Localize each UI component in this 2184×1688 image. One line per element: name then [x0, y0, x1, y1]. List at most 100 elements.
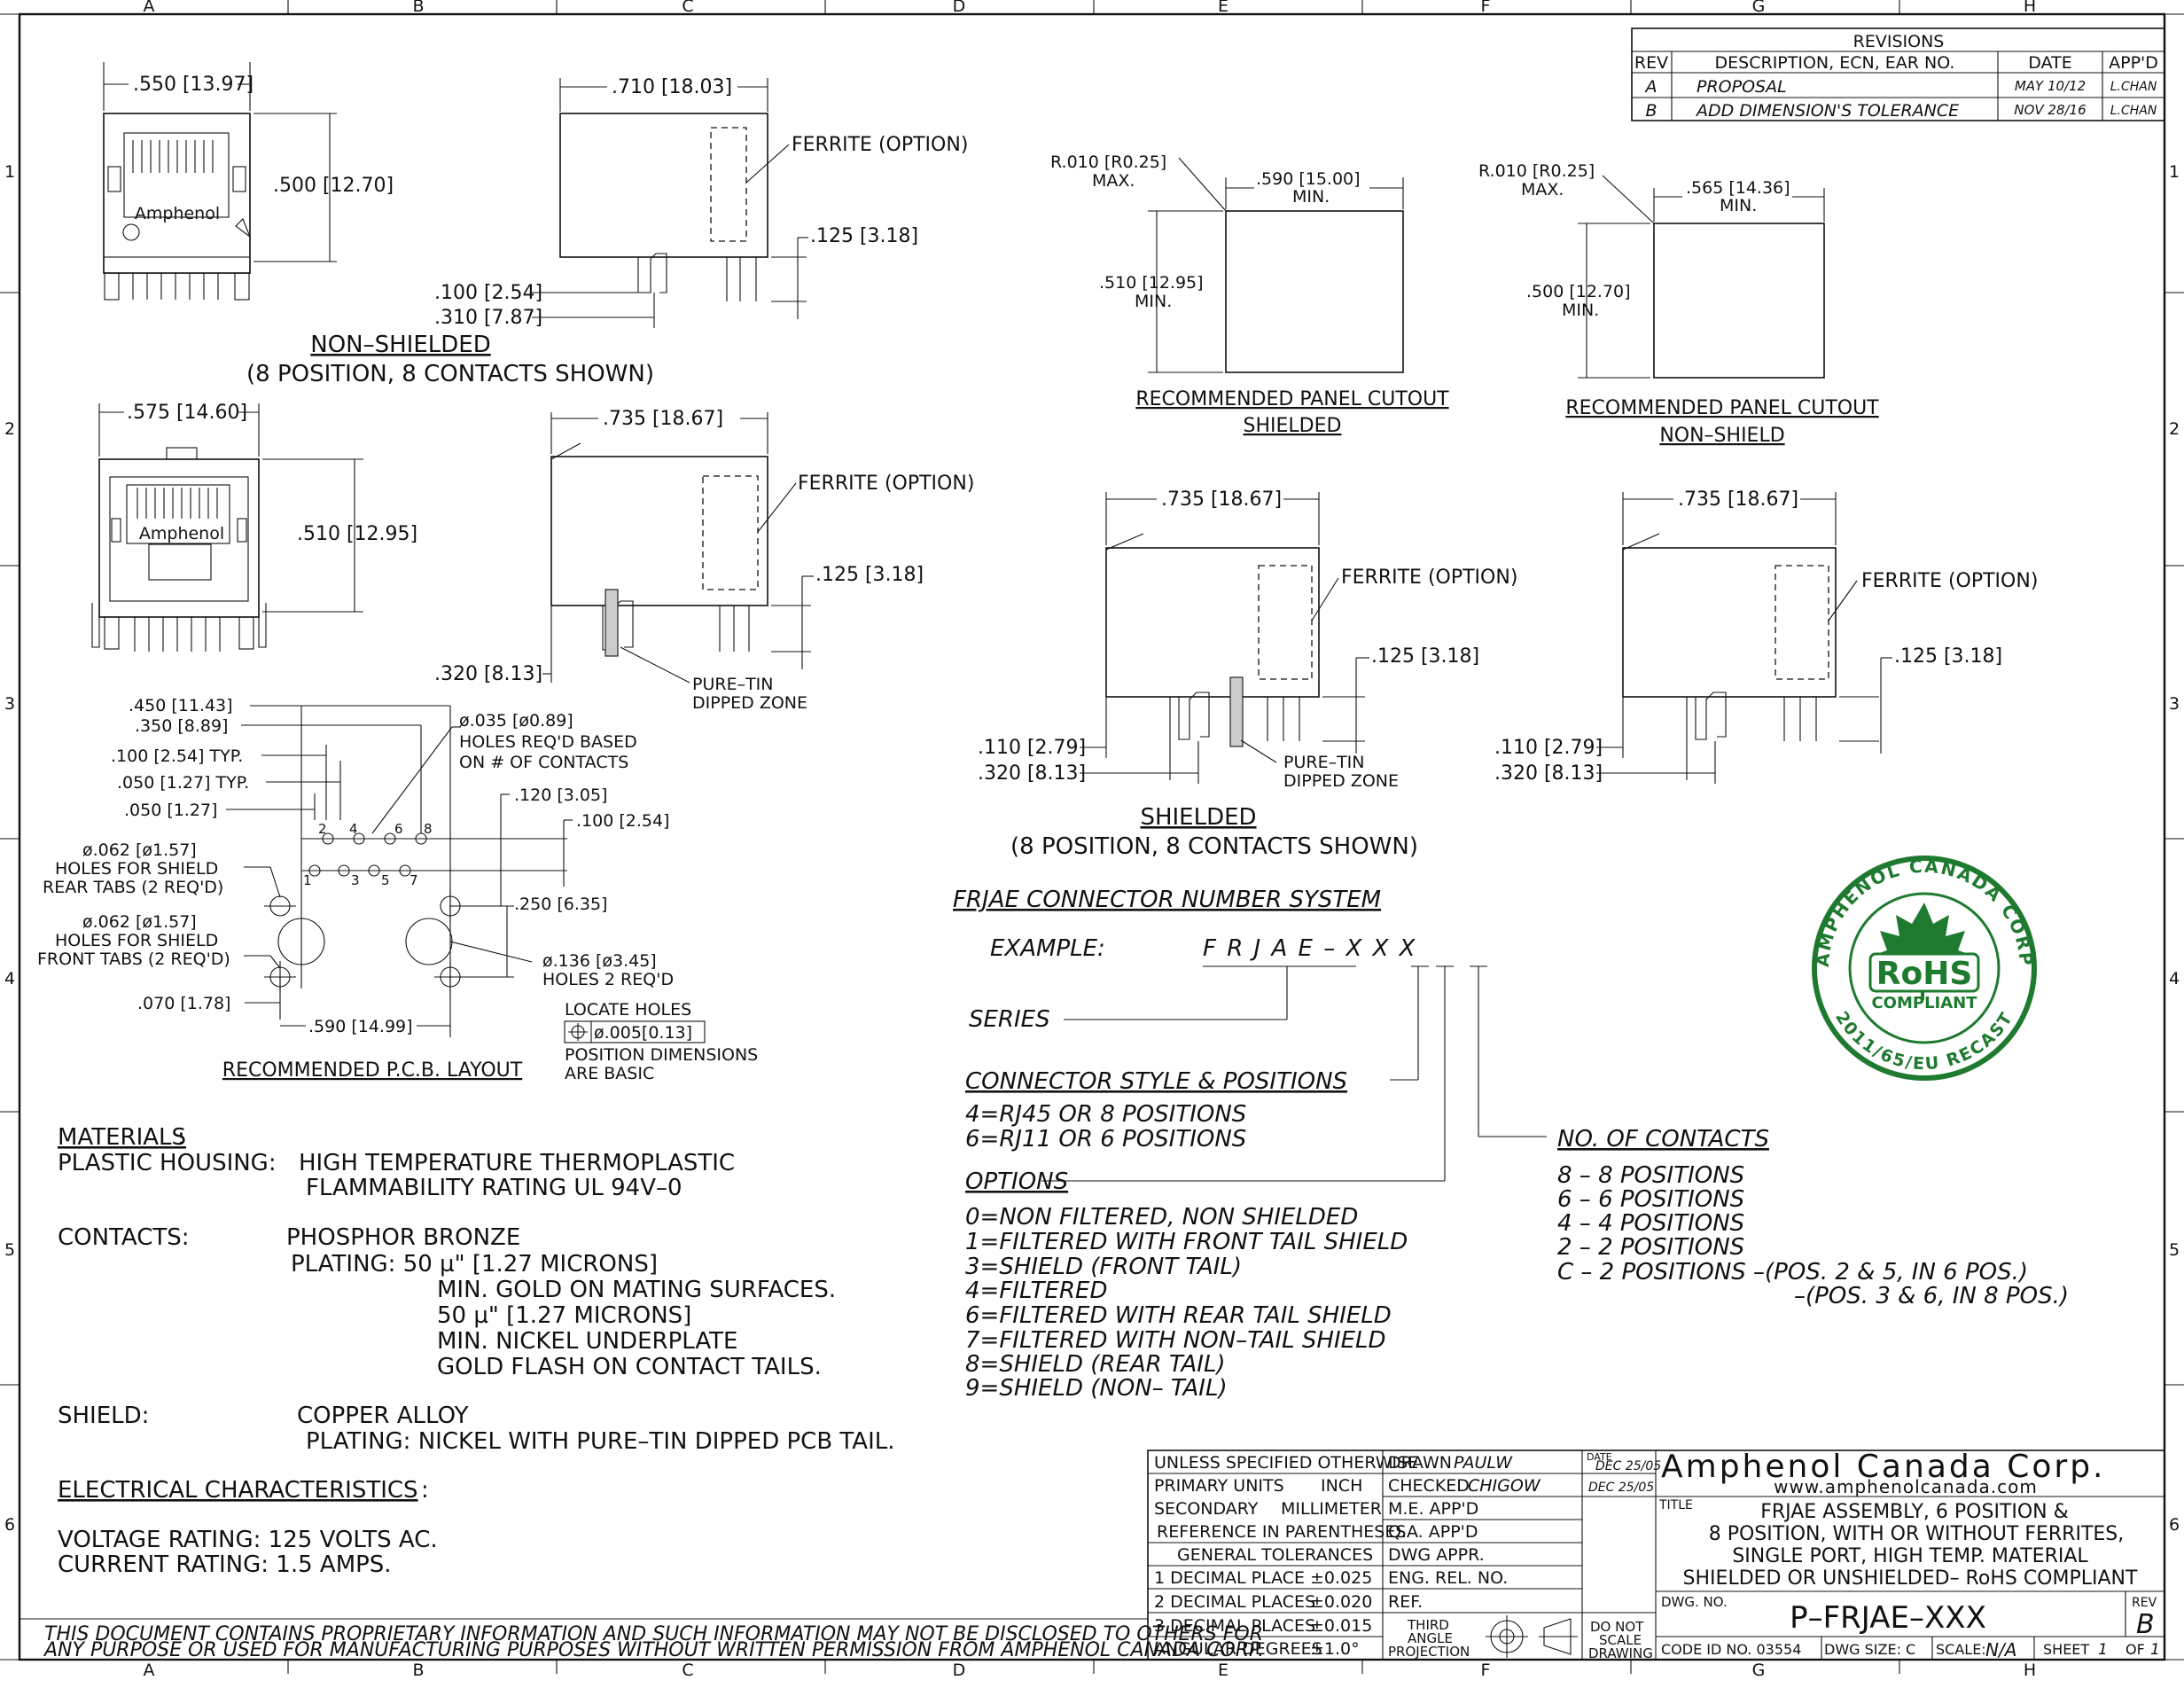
col-label-b: B	[412, 0, 424, 16]
tol-row-1-value: INCH	[1321, 1476, 1362, 1496]
pcb-title: RECOMMENDED P.C.B. LAYOUT	[222, 1059, 523, 1082]
pcb-dim-350: .350 [8.89]	[135, 716, 228, 736]
shielded-left-length-dim: .735 [18.67]	[603, 408, 723, 430]
shielded-side-view-a: FERRITE (OPTION) .735 [18.67] .125 [3.18…	[978, 488, 1517, 791]
cutout-nonshield-height: .500 [12.70]	[1526, 282, 1631, 301]
option-item-1: 1=FILTERED WITH FRONT TAIL SHIELD	[965, 1229, 1408, 1255]
row-label-2-right: 2	[2169, 419, 2180, 439]
nonshielded-front-view: Amphenol .550 [13.97] .500 [12.70]	[103, 62, 394, 301]
cutout-shielded-max: MAX.	[1092, 171, 1135, 191]
pcb-dim-050-typ: .050 [1.27] TYP.	[117, 773, 249, 793]
col-label-g: G	[1752, 0, 1766, 16]
style-title: CONNECTOR STYLE & POSITIONS	[965, 1068, 1347, 1095]
contacts-line-5: MIN. NICKEL UNDERPLATE	[437, 1328, 737, 1355]
sheet-label: SHEET	[2043, 1641, 2089, 1658]
rev-b-date: NOV 28/16	[2014, 102, 2086, 118]
col-label-b-bottom: B	[412, 1661, 424, 1680]
cutout-nonshield-max: MAX.	[1521, 180, 1564, 199]
pcb-rear-tab-desc: HOLES FOR SHIELD	[55, 859, 218, 879]
pcb-rear-tab-req: REAR TABS (2 REQ'D)	[43, 878, 223, 897]
cutout-nonshield-width-min: MIN.	[1720, 196, 1757, 215]
col-label-f-bottom: F	[1481, 1661, 1491, 1680]
rev-a-description: PROPOSAL	[1696, 77, 1787, 97]
checked-date: DEC 25/05	[1588, 1481, 1654, 1495]
cutout-shielded-width: .590 [15.00]	[1256, 169, 1361, 189]
tol-row-0: UNLESS SPECIFIED OTHERWISE	[1154, 1453, 1418, 1473]
dns-3: DRAWING	[1588, 1645, 1653, 1661]
connector-number-system: FRJAE CONNECTOR NUMBER SYSTEM EXAMPLE: F…	[953, 887, 2069, 1402]
col-label-h-bottom: H	[2024, 1661, 2036, 1680]
sheet-value: 1	[2098, 1641, 2108, 1659]
contacts-line-2: PLATING: 50 µ" [1.27 MICRONS]	[291, 1251, 658, 1278]
dns-2: SCALE	[1599, 1632, 1642, 1648]
nonshielded-side-length-dim: .710 [18.03]	[612, 76, 732, 98]
option-item-4: 6=FILTERED WITH REAR TAIL SHIELD	[965, 1302, 1392, 1329]
row-label-6: 6	[4, 1515, 15, 1535]
pcb-dim-100: .100 [2.54]	[576, 811, 669, 831]
pcb-rear-tab-dia: ø.062 [ø1.57]	[82, 840, 197, 860]
shielded-logo-text: Amphenol	[139, 524, 224, 543]
pcb-dim-100-typ: .100 [2.54] TYP.	[111, 746, 243, 766]
rohs-seal-compliant: COMPLIANT	[1871, 994, 1977, 1012]
col-label-e-bottom: E	[1218, 1661, 1228, 1680]
tol-row-5: 1 DECIMAL PLACE	[1154, 1568, 1305, 1588]
pcb-front-tab-dia: ø.062 [ø1.57]	[82, 912, 197, 932]
pcb-dim-590: .590 [14.99]	[308, 1017, 413, 1036]
pcb-pin-5: 5	[381, 872, 390, 888]
drawn-label: DRAWN	[1388, 1453, 1452, 1473]
series-label: SERIES	[969, 1006, 1050, 1033]
shield-line-2: PLATING: NICKEL WITH PURE–TIN DIPPED PCB…	[306, 1428, 895, 1455]
nonshielded-ferrite-label: FERRITE (OPTION)	[792, 134, 968, 156]
row-label-5: 5	[4, 1240, 15, 1260]
cutout-nonshield-title: RECOMMENDED PANEL CUTOUT	[1565, 397, 1879, 419]
shielded-a-pure-tin: PURE–TIN	[1283, 753, 1365, 772]
title-line-3: SHIELDED OR UNSHIELDED– RoHS COMPLIANT	[1683, 1567, 2138, 1590]
electrical-colon: :	[421, 1477, 429, 1504]
row-label-1-right: 1	[2169, 162, 2180, 182]
dwg-no: P–FRJAE–XXX	[1790, 1600, 1986, 1636]
cutout-shielded-radius: R.010 [R0.25]	[1050, 152, 1166, 172]
tol-row-8: ANGULAR DEGREES	[1154, 1639, 1322, 1659]
rev-label: REV	[2132, 1596, 2157, 1610]
pcb-dim-050: .050 [1.27]	[124, 801, 217, 820]
col-label-h: H	[2024, 0, 2036, 16]
cutout-shielded-title: RECOMMENDED PANEL CUTOUT	[1135, 388, 1449, 410]
tol-row-6-value: ±0.020	[1310, 1592, 1372, 1612]
shielded-left-dipped-zone: DIPPED ZONE	[692, 693, 807, 713]
dwg-no-label: DWG. NO.	[1661, 1594, 1728, 1610]
revisions-title: REVISIONS	[1853, 32, 1945, 51]
rev-a-letter: A	[1644, 77, 1658, 97]
style-item-0: 4=RJ45 OR 8 POSITIONS	[965, 1101, 1246, 1128]
shield-line-1: COPPER ALLOY	[297, 1403, 469, 1429]
col-label-a-bottom: A	[144, 1661, 155, 1680]
tol-row-3: REFERENCE IN PARENTHESES	[1157, 1522, 1406, 1542]
projection-symbol-icon	[1486, 1615, 1578, 1658]
rev-b-letter: B	[1645, 101, 1657, 121]
scale-label: SCALE:	[1936, 1641, 1986, 1658]
option-item-3: 4=FILTERED	[965, 1278, 1108, 1304]
revisions-table: REVISIONS REV DESCRIPTION, ECN, EAR NO. …	[1631, 27, 2165, 121]
nonshielded-dim-310: .310 [7.87]	[434, 307, 542, 329]
row-label-6-right: 6	[2169, 1515, 2180, 1535]
voltage-rating: VOLTAGE RATING: 125 VOLTS AC.	[58, 1527, 438, 1553]
qa-appd-label: Q.A. APP'D	[1388, 1522, 1478, 1542]
panel-cutout-shielded: .510 [12.95] MIN. .590 [15.00] MIN. R.01…	[1050, 152, 1449, 437]
pcb-tolerance: ø.005[0.13]	[594, 1023, 692, 1043]
pcb-position-dimensions: POSITION DIMENSIONS	[565, 1045, 758, 1065]
col-label-d: D	[953, 0, 966, 16]
company-website: www.amphenolcanada.com	[1774, 1476, 2038, 1497]
third-angle-1: THIRD	[1407, 1617, 1449, 1633]
materials-notes: MATERIALS : PLASTIC HOUSING: HIGH TEMPER…	[58, 1124, 895, 1455]
of-value: 1	[2150, 1641, 2160, 1659]
tol-row-1: PRIMARY UNITS	[1154, 1476, 1284, 1496]
pcb-hole-136: ø.136 [ø3.45]	[542, 951, 657, 971]
shielded-a-dipped-zone: DIPPED ZONE	[1283, 771, 1399, 791]
rev-a-approver: L.CHAN	[2110, 80, 2157, 94]
contacts-line-6: GOLD FLASH ON CONTACT TAILS.	[437, 1354, 822, 1380]
pcb-pin-6: 6	[394, 821, 403, 837]
nonshielded-side-view: FERRITE (OPTION) .710 [18.03] .125 [3.18…	[246, 76, 968, 387]
company-name: Amphenol Canada Corp.	[1661, 1449, 2106, 1485]
shielded-a-dim-320: .320 [8.13]	[978, 762, 1086, 785]
rohs-seal: RoHS COMPLIANT AMPHENOL CANADA CORP 2011…	[1812, 856, 2037, 1081]
pcb-hole-035: ø.035 [ø0.89]	[459, 711, 573, 731]
